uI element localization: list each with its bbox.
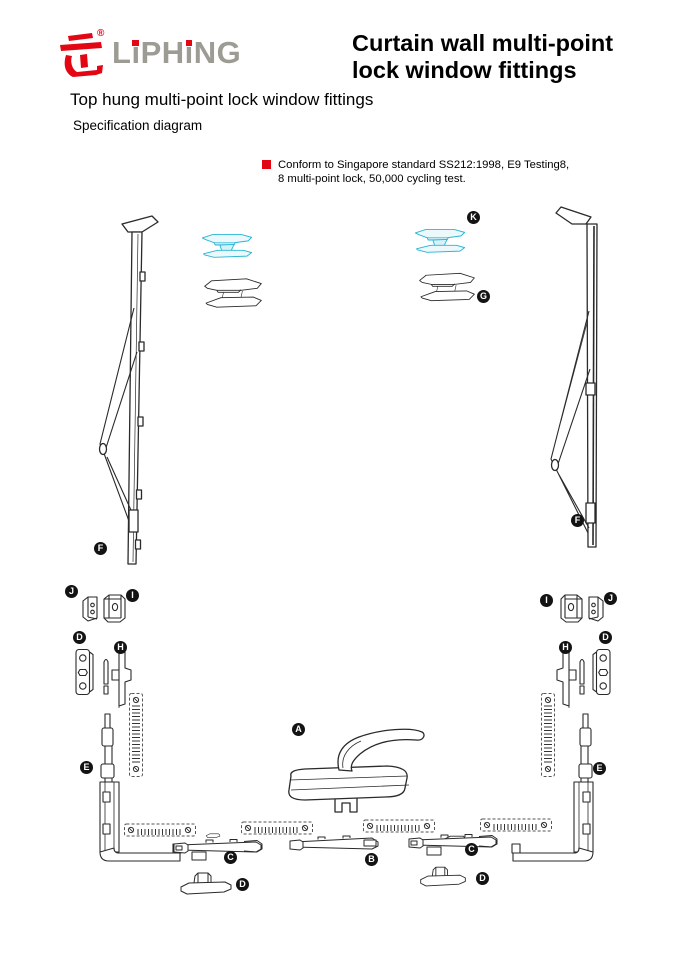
bracket-highlight-right-drawing [413, 221, 467, 259]
red-square-bullet-icon [262, 160, 271, 169]
part-label-d-right: D [599, 631, 612, 644]
part-label-a: A [292, 723, 305, 736]
note-line2: 8 multi-point lock, 50,000 cycling test. [278, 173, 466, 186]
part-label-c-left: C [224, 851, 237, 864]
logo-segment: PH [140, 35, 185, 70]
bracket-highlight-left-drawing [200, 226, 254, 264]
logo-segment: NG [193, 35, 242, 70]
page-title-line2: lock window fittings [352, 57, 577, 84]
part-label-j-left: J [65, 585, 78, 598]
part-label-i-left: I [126, 589, 139, 602]
part-label-c-right: C [465, 843, 478, 856]
part-label-d-left: D [73, 631, 86, 644]
keeper-right-drawing [552, 650, 588, 712]
friction-stay-right-drawing [545, 203, 605, 551]
corner-drive-right-drawing [505, 712, 600, 867]
part-label-b: B [365, 853, 378, 866]
friction-stay-left-drawing [92, 212, 162, 568]
part-label-d-bottom-right: D [476, 872, 489, 885]
part-label-e-right: E [593, 762, 606, 775]
part-label-h-right: H [559, 641, 572, 654]
part-label-f-right: F [571, 514, 584, 527]
bracket-gray-right-drawing [417, 266, 477, 308]
part-label-e-left: E [80, 761, 93, 774]
guide-block-left-drawing [178, 870, 234, 898]
standard-conformance-note: Conform to Singapore standard SS212:1998… [262, 158, 602, 186]
product-subtitle: Top hung multi-point lock window fitting… [70, 90, 374, 109]
part-label-d-bottom-left: D [236, 878, 249, 891]
striker-plate-right-drawing [590, 648, 612, 696]
note-line1: Conform to Singapore standard SS212:1998… [278, 159, 570, 171]
lock-blocks-left-drawing [80, 592, 128, 626]
logo-segment-i: i [131, 35, 141, 70]
espagnolette-bar-center-drawing [288, 834, 380, 852]
logo-segment: L [112, 35, 132, 70]
logo-segment-i: i [184, 35, 194, 70]
lock-blocks-right-drawing [558, 592, 606, 626]
page-title: Curtain wall multi-point lock window fit… [352, 30, 642, 85]
bracket-gray-left-drawing [202, 271, 264, 315]
note-text: Conform to Singapore standard SS212:1998… [278, 158, 569, 186]
guide-block-right-drawing [418, 864, 468, 890]
striker-plate-left-drawing [74, 648, 96, 696]
part-label-i-right: I [540, 594, 553, 607]
window-handle-drawing [283, 718, 431, 813]
part-label-h-left: H [114, 641, 127, 654]
section-caption: Specification diagram [73, 118, 203, 133]
part-label-k: K [467, 211, 480, 224]
page-title-line1: Curtain wall multi-point [352, 30, 614, 56]
part-label-g: G [477, 290, 490, 303]
espagnolette-bar-left-drawing [172, 836, 264, 862]
espagnolette-bar-right-drawing [407, 831, 499, 857]
liphing-logo-text: LiPHiNG [112, 37, 241, 68]
part-label-f-left: F [94, 542, 107, 555]
registered-trademark: ® [97, 28, 105, 39]
part-label-j-right: J [604, 592, 617, 605]
liphing-brand-mark-icon [60, 33, 103, 77]
